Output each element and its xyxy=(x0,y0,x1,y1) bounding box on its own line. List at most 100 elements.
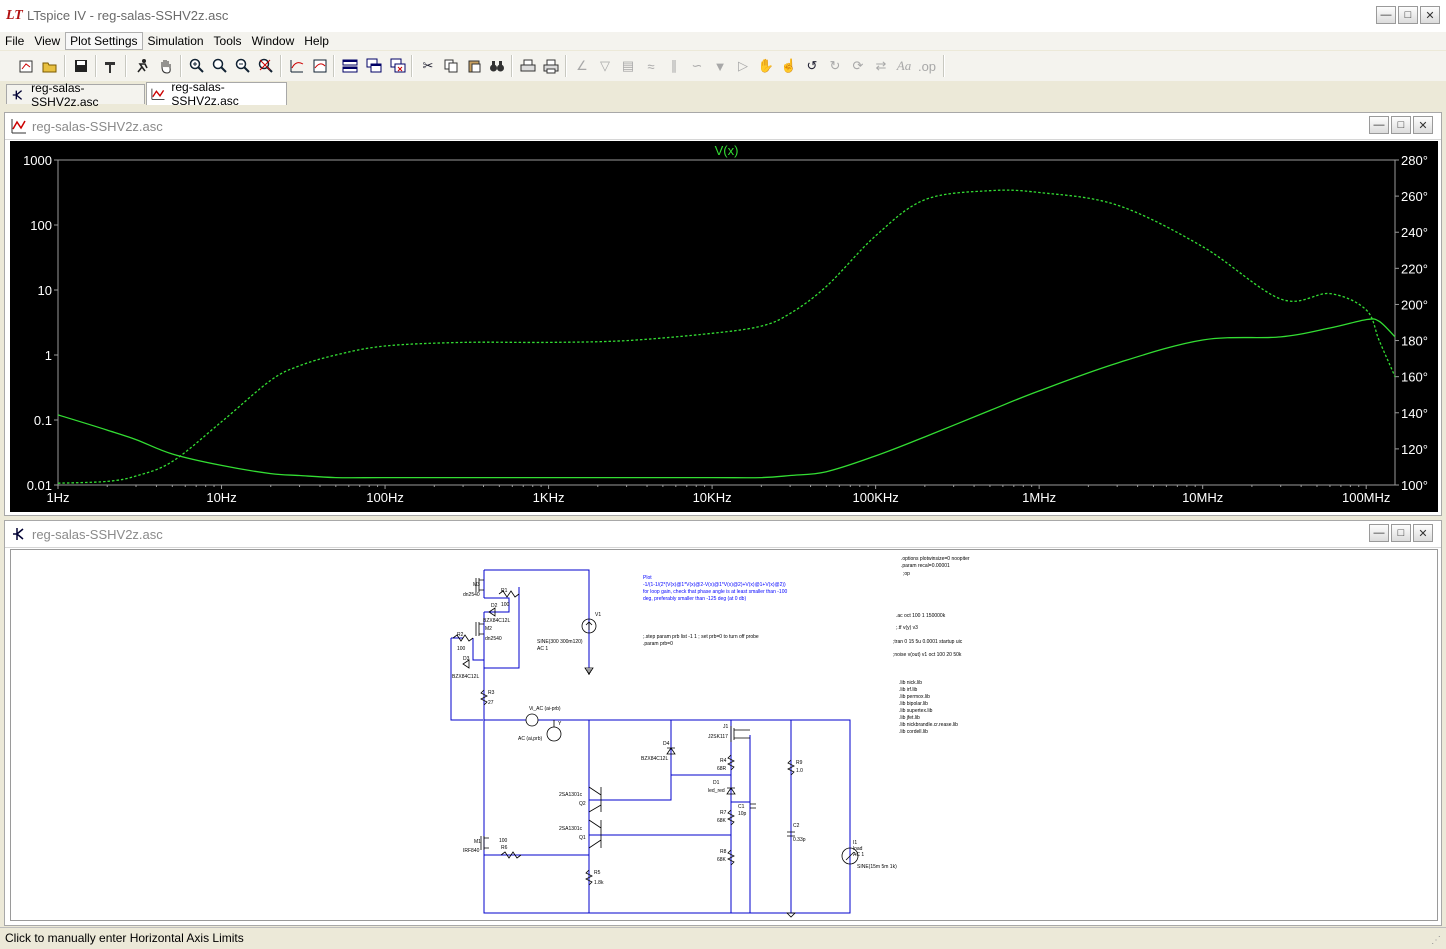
schematic-window-title: reg-salas-SSHV2z.asc xyxy=(32,527,163,542)
diode-icon: ▼ xyxy=(713,58,727,74)
svg-text:.param prb=0: .param prb=0 xyxy=(643,641,673,647)
maximize-button[interactable]: □ xyxy=(1391,116,1411,134)
x-tick-label: 100KHz xyxy=(853,490,899,505)
svg-text:.lib permox.lib: .lib permox.lib xyxy=(899,694,930,700)
svg-text:R2: R2 xyxy=(457,632,464,638)
pan-magnifier-icon[interactable] xyxy=(210,56,230,76)
cascade-icon[interactable] xyxy=(364,56,384,76)
svg-text:.lib supertex.lib: .lib supertex.lib xyxy=(899,708,933,714)
find-binoculars-icon[interactable] xyxy=(487,56,507,76)
open-folder-icon[interactable] xyxy=(40,56,60,76)
move-hand-icon: ✋ xyxy=(757,58,775,73)
undo-icon[interactable]: ↺ xyxy=(806,58,818,73)
phase-trace xyxy=(57,189,1396,484)
menu-file[interactable]: File xyxy=(5,34,25,48)
paste-icon[interactable] xyxy=(464,56,484,76)
close-button[interactable]: ✕ xyxy=(1420,6,1440,24)
svg-text:0.33p: 0.33p xyxy=(793,837,806,843)
svg-text:BZX84C12L: BZX84C12L xyxy=(641,756,668,762)
tile-horizontal-icon[interactable] xyxy=(340,56,360,76)
resize-grip-icon[interactable]: ⋰ xyxy=(1431,935,1441,946)
waveform-doc-icon xyxy=(11,119,26,134)
minimize-button[interactable]: — xyxy=(1369,524,1389,542)
svg-text:;.tf v(y) v3: ;.tf v(y) v3 xyxy=(896,625,918,631)
svg-text:C2: C2 xyxy=(793,823,800,829)
schematic-window: reg-salas-SSHV2z.asc — □ ✕ xyxy=(4,520,1442,926)
window-title: LTspice IV - reg-salas-SSHV2z.asc xyxy=(27,8,229,23)
y2-tick-label: 180° xyxy=(1401,334,1428,349)
menu-tools[interactable]: Tools xyxy=(213,34,242,48)
schematic-canvas[interactable]: M3 dn2540 R1 100 D2 BZX84C12L M2 dn2540 … xyxy=(10,549,1438,921)
menu-simulation[interactable]: Simulation xyxy=(147,34,204,48)
cut-icon[interactable]: ✂ xyxy=(422,58,434,73)
svg-text:V1: V1 xyxy=(595,612,601,618)
x-tick-label: 100Hz xyxy=(366,490,404,505)
schematic-drawing[interactable]: M3 dn2540 R1 100 D2 BZX84C12L M2 dn2540 … xyxy=(11,550,1438,921)
tab-schematic[interactable]: reg-salas-SSHV2z.asc xyxy=(6,81,145,109)
close-button[interactable]: ✕ xyxy=(1413,524,1433,542)
y2-tick-label: 220° xyxy=(1401,261,1428,276)
svg-text:R9: R9 xyxy=(796,760,803,766)
open-new-schematic-icon[interactable] xyxy=(16,56,36,76)
svg-text:D4: D4 xyxy=(663,741,670,747)
y2-tick-label: 280° xyxy=(1401,153,1428,168)
plot-frame xyxy=(57,159,1396,486)
svg-text:D2: D2 xyxy=(491,603,498,609)
print-preview-icon[interactable] xyxy=(518,56,538,76)
close-all-icon[interactable] xyxy=(388,56,408,76)
menu-view[interactable]: View xyxy=(34,34,61,48)
rotate-icon: ⟳ xyxy=(852,58,864,73)
plot-pane-icon[interactable] xyxy=(310,56,330,76)
zoom-in-icon[interactable] xyxy=(187,56,207,76)
app-titlebar: LT LTspice IV - reg-salas-SSHV2z.asc — □… xyxy=(0,0,1446,33)
svg-text:2SA1301c: 2SA1301c xyxy=(559,826,583,832)
autorange-icon[interactable] xyxy=(287,56,307,76)
svg-text:Vi_AC (ai-prb): Vi_AC (ai-prb) xyxy=(529,706,561,712)
svg-text:dn2540: dn2540 xyxy=(463,592,480,598)
ground-icon: ▽ xyxy=(600,58,610,73)
svg-text:1.8k: 1.8k xyxy=(594,880,604,886)
svg-text:AC 1: AC 1 xyxy=(853,852,864,858)
zoom-out-icon[interactable] xyxy=(233,56,253,76)
maximize-button[interactable]: □ xyxy=(1391,524,1411,542)
svg-text:R8: R8 xyxy=(720,849,727,855)
zoom-fit-icon[interactable] xyxy=(256,56,276,76)
svg-text:R1: R1 xyxy=(501,588,508,594)
y2-tick-label: 200° xyxy=(1401,297,1428,312)
y-tick-label: 0.01 xyxy=(27,478,52,493)
inductor-icon: ∽ xyxy=(691,58,703,73)
menu-help[interactable]: Help xyxy=(304,34,329,48)
control-panel-hammer-icon[interactable] xyxy=(101,56,121,76)
save-icon[interactable] xyxy=(71,56,91,76)
maximize-button[interactable]: □ xyxy=(1398,6,1418,24)
menu-window[interactable]: Window xyxy=(251,34,295,48)
svg-text:R3: R3 xyxy=(488,690,495,696)
svg-text:-1/(1-1/(2*(V(x)@1*V(x)@2-V(x): -1/(1-1/(2*(V(x)@1*V(x)@2-V(x)@1*V(x)@2)… xyxy=(643,582,786,588)
window-controls: — □ ✕ xyxy=(1376,6,1440,24)
svg-text:.lib bipolar.lib: .lib bipolar.lib xyxy=(899,701,928,707)
close-button[interactable]: ✕ xyxy=(1413,116,1433,134)
y2-tick-label: 260° xyxy=(1401,189,1428,204)
minimize-button[interactable]: — xyxy=(1369,116,1389,134)
copy-icon[interactable] xyxy=(441,56,461,76)
svg-text:;.step param prb list -1 1 ; s: ;.step param prb list -1 1 ; set prb=0 t… xyxy=(643,634,759,640)
tab-waveform[interactable]: reg-salas-SSHV2z.asc xyxy=(146,80,287,108)
run-icon[interactable] xyxy=(132,56,152,76)
y-tick-label: 1000 xyxy=(23,153,52,168)
component-labels: M3 dn2540 R1 100 D2 BZX84C12L M2 dn2540 … xyxy=(452,582,897,886)
wires xyxy=(450,569,851,914)
x-tick-label: 10KHz xyxy=(693,490,732,505)
x-tick-label: 1MHz xyxy=(1022,490,1056,505)
tab-label: reg-salas-SSHV2z.asc xyxy=(171,80,239,108)
x-tick-label: 1Hz xyxy=(46,490,69,505)
minimize-button[interactable]: — xyxy=(1376,6,1396,24)
x-tick-label: 10MHz xyxy=(1182,490,1223,505)
spice-directives: .options plotwinsize=0 noopiter .param r… xyxy=(893,556,970,735)
print-icon[interactable] xyxy=(541,56,561,76)
menu-plot-settings[interactable]: Plot Settings xyxy=(65,32,143,50)
halt-hand-icon[interactable] xyxy=(156,56,176,76)
svg-text:M2: M2 xyxy=(485,626,492,632)
x-tick-label: 1KHz xyxy=(533,490,565,505)
